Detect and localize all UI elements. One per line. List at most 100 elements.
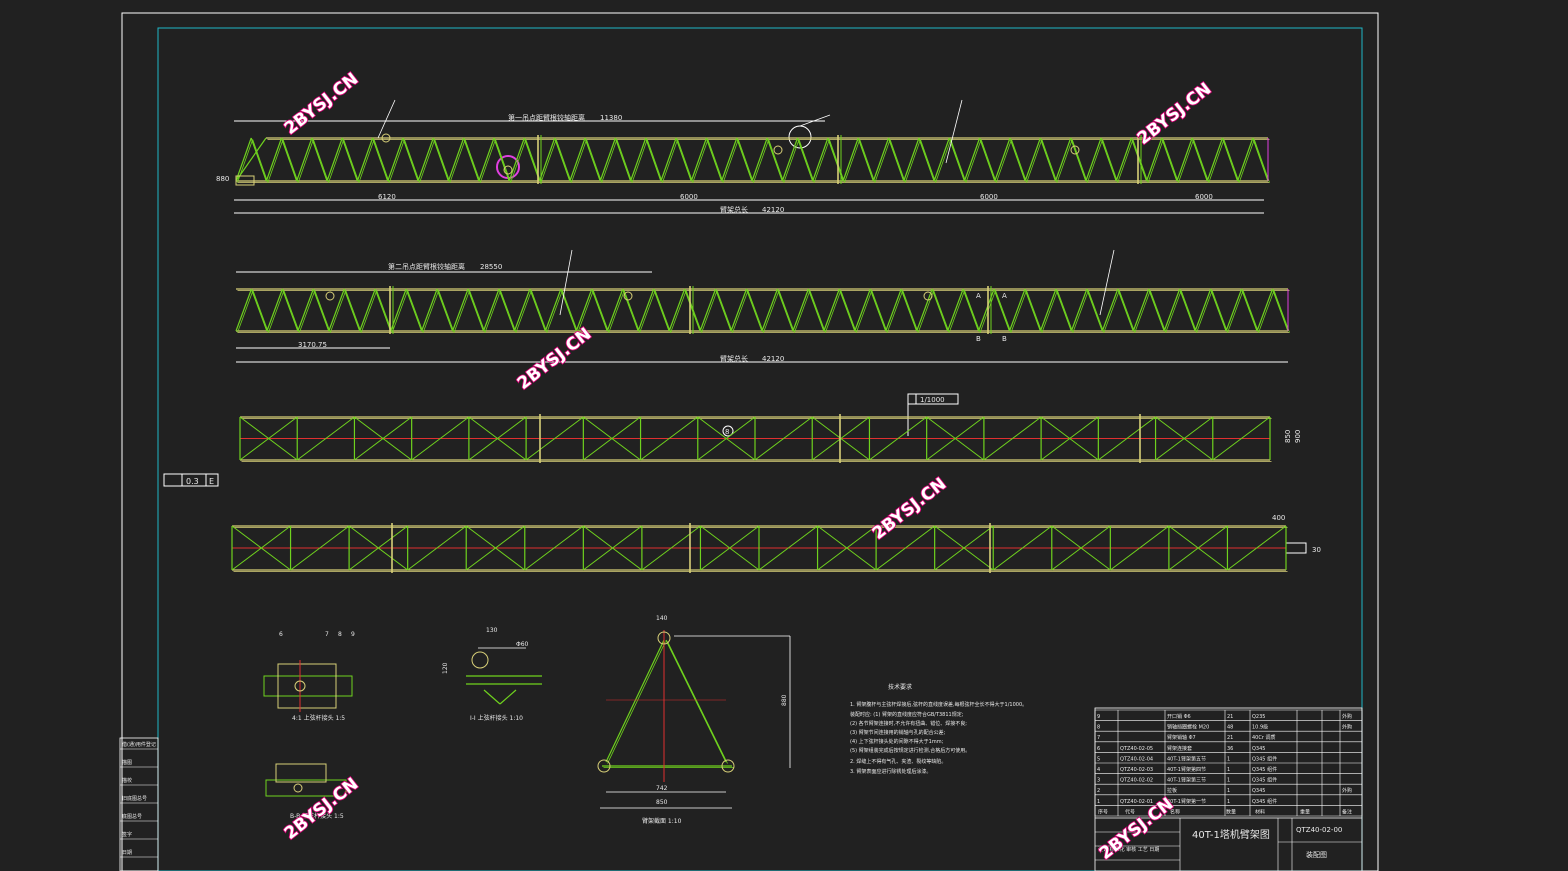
outer-frame	[121, 12, 1379, 871]
diagonal-member	[599, 137, 616, 182]
diagonal-member	[1194, 288, 1212, 332]
detail-views	[263, 630, 791, 809]
diagonal-member	[950, 139, 967, 183]
note-line-8: 3. 臂架表面应进行除锈处理后涂漆。	[850, 768, 931, 775]
diagonal-member	[807, 288, 825, 332]
bom-cell: 1	[1227, 778, 1230, 784]
diagonal-member	[452, 288, 469, 332]
diagonal-member	[781, 137, 799, 182]
diagonal-member	[314, 290, 331, 333]
bom-cell: 7	[1097, 735, 1100, 741]
diagonal-member	[601, 139, 618, 183]
bom-header-cell: 名称	[1170, 808, 1180, 815]
second-lift-value: 28550	[480, 263, 502, 271]
tolerance-value: 1/1000	[920, 396, 945, 404]
diagonal-member	[931, 288, 949, 332]
diagonal-member	[235, 288, 253, 332]
diagonal-member	[631, 139, 648, 183]
under-dim-1: 400	[1272, 514, 1285, 522]
diagonal-member	[407, 290, 424, 333]
strip-label: 日期	[122, 850, 132, 856]
brace	[983, 416, 1042, 461]
brace	[411, 416, 470, 461]
diagonal-member	[1161, 137, 1178, 182]
bom-cell: QTZ40-02-02	[1120, 778, 1153, 784]
diagonal-member	[326, 137, 343, 182]
diagonal-member	[359, 288, 376, 332]
drawing-number: QTZ40-02-00	[1296, 826, 1342, 834]
brace	[811, 416, 870, 461]
diagonal-member	[387, 137, 404, 182]
diagonal-member	[463, 137, 480, 182]
strip-frame	[119, 737, 159, 871]
brace	[354, 416, 412, 461]
bom-cell: 40T-1臂架第三节	[1167, 777, 1206, 784]
diagonal-member	[855, 290, 873, 333]
diagonal-member	[237, 290, 254, 333]
bom-cell: 40T-1臂架第四节	[1167, 766, 1206, 773]
note-line-5: (4) 上下弦杆接头处的间隙不得大于1mm;	[850, 738, 944, 745]
bom-cell: 臂架连接套	[1167, 745, 1192, 752]
diagonal-member	[575, 288, 593, 332]
diagonal-member	[1070, 137, 1087, 182]
bom-cell: QTZ40-02-03	[1120, 767, 1153, 773]
diagonal-member	[484, 290, 501, 333]
diagonal-member	[707, 139, 724, 183]
d2-lugs	[275, 763, 327, 783]
d4-dim-880: 880	[781, 694, 788, 706]
bom-header-cell: 备注	[1342, 808, 1352, 815]
diagonal-member	[1146, 137, 1163, 182]
diagonal-member	[766, 137, 783, 182]
diagonal-member	[933, 137, 950, 182]
brace	[1168, 525, 1228, 571]
diagonal-member	[1258, 290, 1275, 333]
seg-dim-4: 6000	[1195, 193, 1213, 201]
diagonal-member	[417, 137, 434, 182]
diagonal-member	[296, 137, 313, 182]
brace	[758, 525, 818, 571]
leader-line	[377, 99, 396, 139]
diagonal-member	[360, 290, 378, 333]
diagonal-member	[329, 290, 347, 333]
diagonal-member	[872, 137, 890, 182]
diagonal-member	[753, 139, 770, 183]
brace	[926, 416, 985, 461]
diagonal-member	[639, 290, 656, 333]
diagonal-member	[1237, 137, 1254, 182]
diagonal-member	[538, 137, 556, 182]
bom-cell: Q345 组件	[1252, 798, 1277, 805]
diagonal-member	[809, 290, 826, 333]
diagonal-member	[902, 290, 919, 333]
diagonal-member	[478, 137, 495, 182]
diagonal-member	[995, 139, 1012, 183]
diagonal-member	[523, 137, 541, 182]
diagonal-member	[1024, 288, 1042, 332]
bom-cell: 4	[1097, 767, 1100, 773]
diagonal-member	[1010, 290, 1027, 333]
datum-letter: E	[209, 477, 214, 486]
d3-dim-phi: Φ60	[516, 641, 529, 648]
diagonal-member	[917, 290, 935, 333]
d3-leg	[483, 689, 501, 705]
diagonal-member	[965, 139, 982, 183]
bom-cell: 48	[1227, 725, 1233, 731]
section-mark-a1: A	[976, 292, 981, 300]
watermark-1: 2BYSJ.CN	[281, 69, 363, 139]
diagonal-member	[978, 288, 995, 332]
diagonal-member	[1191, 137, 1208, 182]
d1-balloon-9: 9	[351, 631, 355, 638]
d1-pin	[294, 680, 306, 692]
diagonal-member	[1165, 290, 1182, 333]
diagonal-member	[1208, 139, 1225, 183]
strip-label: 描校	[122, 777, 132, 784]
diagonal-member	[722, 139, 739, 183]
d4-chord-tube	[721, 759, 735, 773]
diagonal-member	[794, 290, 811, 333]
diagonal-member	[838, 288, 856, 332]
diagonal-member	[1071, 139, 1088, 183]
diagonal-member	[715, 288, 732, 332]
diagonal-member	[252, 290, 269, 333]
brace	[348, 525, 408, 571]
diagonal-member	[555, 139, 572, 183]
